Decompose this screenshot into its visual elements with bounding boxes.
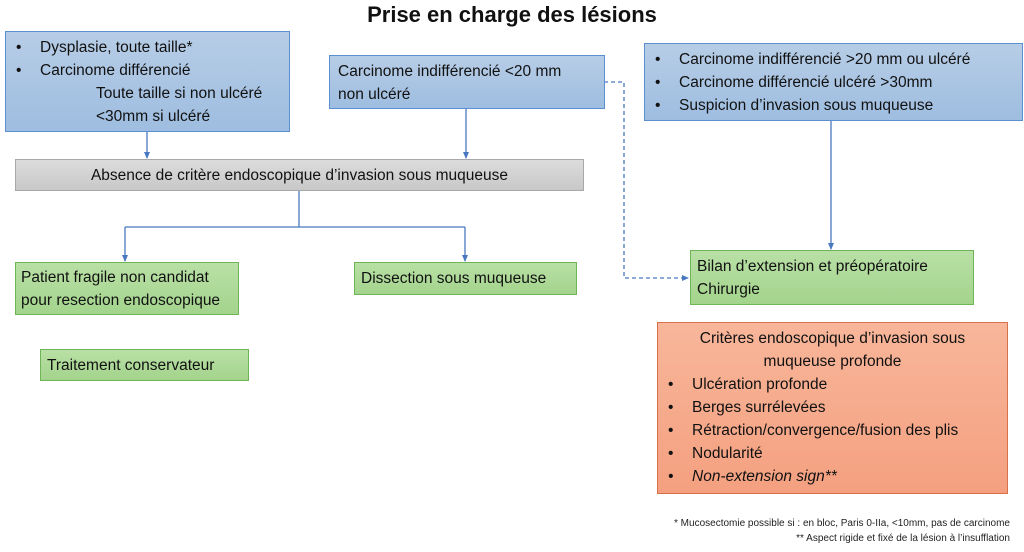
list-item: Suspicion d’invasion sous muqueuse [649, 94, 1018, 117]
sub-line: Toute taille si non ulcéré [96, 85, 263, 102]
box-surgery-criteria: Carcinome indifférencié >20 mm ou ulcéré… [644, 43, 1023, 121]
box-undifferentiated-small: Carcinome indifférencié <20 mm non ulcér… [329, 55, 605, 109]
list-item: Carcinome indifférencié >20 mm ou ulcéré [649, 48, 1018, 71]
list-item: Carcinome différencié [10, 59, 285, 82]
box-dissection: Dissection sous muqueuse [354, 262, 577, 295]
sub-line: <30mm si ulcéré [96, 108, 211, 125]
list-item: Non-extension sign** [662, 465, 1003, 488]
box-conservative-treatment: Traitement conservateur [40, 349, 249, 381]
box-line: Patient fragile non candidat [21, 269, 209, 286]
box-line: Chirurgie [697, 281, 760, 298]
box-line: non ulcéré [338, 86, 411, 103]
box-dysplasia-criteria: Dysplasie, toute taille* Carcinome diffé… [5, 31, 290, 132]
footnote-2: ** Aspect rigide et fixé de la lésion à … [796, 533, 1010, 544]
box-deep-invasion-criteria: Critères endoscopique d’invasion sous mu… [657, 322, 1008, 494]
page-title: Prise en charge des lésions [367, 2, 657, 27]
box-text: Dissection sous muqueuse [361, 270, 547, 287]
box-bilan-surgery: Bilan d’extension et préopératoire Chiru… [690, 250, 974, 305]
list-item: Ulcération profonde [662, 373, 1003, 396]
list-item: Berges surrélevées [662, 396, 1003, 419]
box-text: Absence de critère endoscopique d’invasi… [90, 167, 509, 184]
box-line: Carcinome indifférencié <20 mm [338, 63, 562, 80]
box-line: Bilan d’extension et préopératoire [697, 258, 928, 275]
box-text: Traitement conservateur [47, 357, 215, 374]
list-item: Dysplasie, toute taille* [10, 36, 285, 59]
box-fragile-patient: Patient fragile non candidat pour resect… [15, 262, 239, 315]
criteria-heading: muqueuse profonde [763, 353, 902, 370]
list-item: Rétraction/convergence/fusion des plis [662, 419, 1003, 442]
list-item: Nodularité [662, 442, 1003, 465]
box-line: pour resection endoscopique [21, 292, 221, 309]
list-item: Carcinome différencié ulcéré >30mm [649, 71, 1018, 94]
box-absence-criteria: Absence de critère endoscopique d’invasi… [15, 159, 584, 191]
footnote-1: * Mucosectomie possible si : en bloc, Pa… [674, 518, 1010, 529]
criteria-heading: Critères endoscopique d’invasion sous [699, 330, 966, 347]
